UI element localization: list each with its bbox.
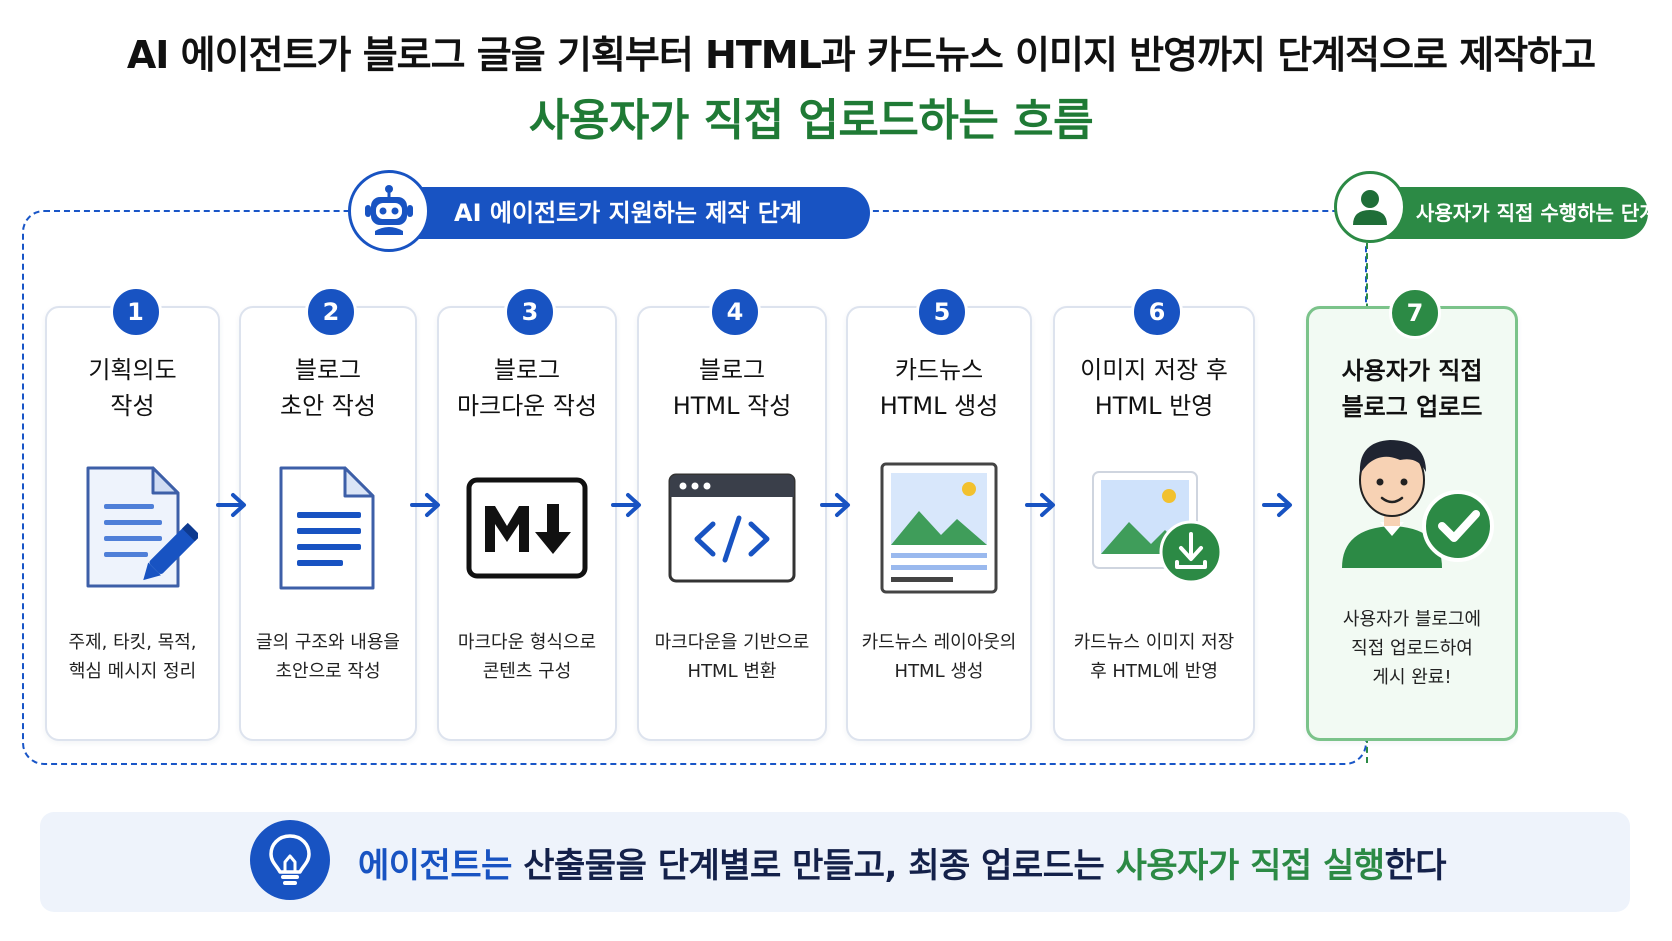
- arrow-right-icon: [820, 493, 850, 517]
- summary-text-user: 사용자가 직접 실행: [1115, 846, 1385, 886]
- user-icon: [1334, 171, 1406, 243]
- summary-text: 에이전트는 산출물을 단계별로 만들고, 최종 업로드는 사용자가 직접 실행한…: [358, 838, 1447, 887]
- robot-icon: [348, 170, 430, 252]
- step-card-7: 7 사용자가 직접 블로그 업로드 사용자가 블로그에 직접 업로드하여 게시 …: [1306, 287, 1518, 741]
- code-window-icon: [639, 448, 825, 608]
- user-check-icon: [1309, 417, 1515, 577]
- page-subtitle: 사용자가 직접 업로드하는 흐름: [528, 95, 1094, 146]
- step-description: 글의 구조와 내용을 초안으로 작성: [256, 632, 400, 682]
- step-number: 2: [305, 286, 357, 338]
- step-title: 블로그 마크다운 작성: [456, 356, 598, 420]
- step-card-4: 4 블로그 HTML 작성 마크다운을 기반으로 HTML 변환: [637, 286, 827, 741]
- summary-text-agent: 에이전트는: [358, 846, 512, 886]
- step-title: 사용자가 직접 블로그 업로드: [1341, 357, 1483, 421]
- step-card-1: 1 기획의도 작성 주제, 타킷, 목적, 핵심 메시지 정리: [45, 286, 220, 741]
- arrow-right-icon: [1025, 493, 1055, 517]
- card-news-icon: [848, 448, 1030, 608]
- step-number: 3: [504, 286, 556, 338]
- markdown-icon: [439, 448, 615, 608]
- step-description: 마크다운 형식으로 콘텐츠 구성: [457, 632, 597, 682]
- summary-text-end: 한다: [1384, 846, 1447, 886]
- step-number: 5: [916, 286, 968, 338]
- arrow-right-icon: [410, 493, 440, 517]
- page-title: AI 에이전트가 블로그 글을 기획부터 HTML과 카드뉴스 이미지 반영까지…: [126, 33, 1596, 77]
- step-card-6: 6 이미지 저장 후 HTML 반영 카드뉴스 이미지 저장 후 HTML에 반…: [1053, 286, 1255, 741]
- step-title: 블로그 HTML 작성: [672, 356, 792, 420]
- step-title: 블로그 초안 작성: [280, 356, 376, 420]
- step-description: 사용자가 블로그에 직접 업로드하여 게시 완료!: [1342, 609, 1482, 688]
- step-card-2: 2 블로그 초안 작성 글의 구조와 내용을 초안으로 작성: [239, 286, 417, 741]
- step-title: 이미지 저장 후 HTML 반영: [1080, 356, 1228, 420]
- step-number: 4: [709, 286, 761, 338]
- step-card-3: 3 블로그 마크다운 작성 마크다운 형식으로 콘텐츠 구성: [437, 286, 617, 741]
- arrow-right-icon: [216, 493, 246, 517]
- summary-text-middle: 산출물을 단계별로 만들고, 최종 업로드는: [511, 846, 1116, 886]
- step-description: 주제, 타킷, 목적, 핵심 메시지 정리: [68, 632, 197, 682]
- image-download-icon: [1055, 448, 1253, 608]
- step-title: 카드뉴스 HTML 생성: [879, 356, 999, 420]
- step-description: 마크다운을 기반으로 HTML 변환: [654, 632, 810, 682]
- document-lines-icon: [241, 448, 415, 608]
- step-number: 6: [1131, 286, 1183, 338]
- step-number: 7: [1389, 287, 1441, 339]
- step-number: 1: [109, 286, 162, 338]
- step-description: 카드뉴스 레이아웃의 HTML 생성: [861, 632, 1017, 682]
- document-pen-icon: [47, 448, 218, 608]
- arrow-right-icon: [1262, 493, 1292, 517]
- step-card-5: 5 카드뉴스 HTML 생성 카드뉴스 레이아웃의 HTML 생성: [846, 286, 1032, 741]
- lightbulb-icon: [250, 820, 330, 900]
- step-title: 기획의도 작성: [88, 356, 177, 420]
- step-description: 카드뉴스 이미지 저장 후 HTML에 반영: [1073, 632, 1235, 682]
- agent-stage-label: AI 에이전트가 지원하는 제작 단계: [350, 187, 870, 239]
- arrow-right-icon: [611, 493, 641, 517]
